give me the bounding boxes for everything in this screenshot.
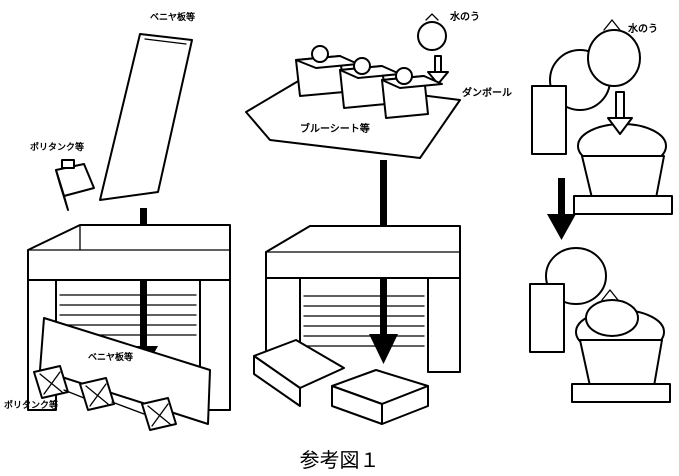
polytank-top <box>55 159 95 211</box>
cardboard-barrier-right <box>331 369 429 425</box>
sandbag-in-toilet <box>585 288 639 337</box>
panel-toilet-sandbag: 水のう <box>529 18 673 403</box>
veneer-board-placed <box>39 317 211 425</box>
label-polytank-top: ポリタンク等 <box>30 141 84 153</box>
label-polytank-bottom: ポリタンク等 <box>4 399 58 411</box>
building-panel2 <box>265 225 461 373</box>
shutter-panel2 <box>303 295 425 347</box>
label-veneer-bottom: ベニヤ板等 <box>88 351 133 363</box>
veneer-board-top <box>99 33 193 201</box>
sandbag-top <box>417 13 447 51</box>
label-bluesheet: ブルーシート等 <box>300 122 370 135</box>
figure-caption: 参考図１ <box>299 448 380 472</box>
arrow-down-small-panel2 <box>427 55 449 85</box>
arrow-down-panel3 <box>547 178 576 240</box>
panel-cardboard-bluesheet: 水のう ブルーシート等 ダンボール <box>245 10 512 425</box>
label-sandbag-panel3: 水のう <box>627 22 658 35</box>
label-veneer-top: ベニヤ板等 <box>150 11 195 23</box>
label-cardboard: ダンボール <box>462 86 512 99</box>
polytank-placed-3 <box>141 397 177 431</box>
toilet-top <box>531 49 673 215</box>
sandbags-in-boxes <box>311 45 413 85</box>
sandbag-above-toilet <box>587 18 641 87</box>
label-sandbag-panel2: 水のう <box>449 10 480 23</box>
panel-veneer-polytank: ベニヤ板等 ポリタンク等 <box>4 11 231 431</box>
cardboard-barrier-left <box>253 339 345 407</box>
arrow-down-small-panel3 <box>607 91 633 135</box>
polytank-placed-2 <box>79 377 115 411</box>
toilet-bottom <box>529 247 671 403</box>
